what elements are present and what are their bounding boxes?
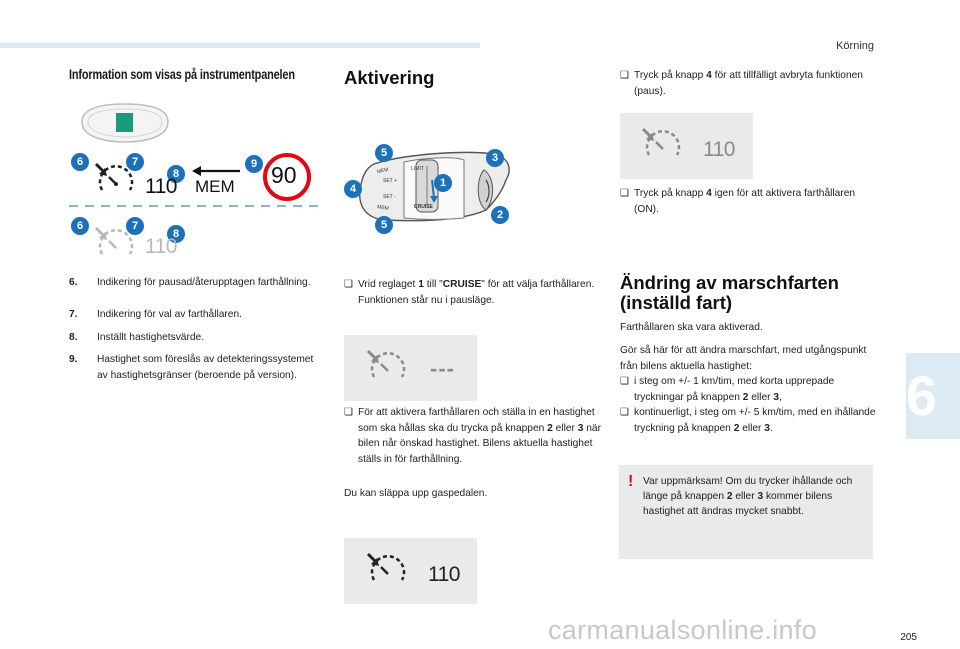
stalk-label-cruise: CRUISE bbox=[414, 204, 433, 210]
cruise-paused-icon-3 bbox=[641, 127, 681, 156]
display-panel-paused bbox=[344, 335, 477, 401]
speed-limit-value: 90 bbox=[271, 162, 297, 188]
active-speed-value: 110 bbox=[428, 563, 460, 586]
dashed-divider bbox=[69, 205, 319, 207]
callout-2: 2 bbox=[491, 206, 509, 224]
list-item: 9.Hastighet som föreslås av detekterings… bbox=[69, 354, 314, 381]
change-intro: Gör så här för att ändra marschfart, med… bbox=[620, 345, 867, 372]
stalk-label-set-minus: SET - bbox=[383, 194, 396, 200]
left-heading: Information som visas på instrumentpanel… bbox=[69, 66, 295, 82]
display-panel-active bbox=[344, 538, 477, 604]
release-pedal-text: Du kan släppa upp gaspedalen. bbox=[344, 488, 488, 499]
bullet-step-1: ❑ i steg om +/- 1 km/tim, med korta uppr… bbox=[620, 376, 835, 403]
mem-label: MEM bbox=[195, 177, 235, 196]
page-number: 205 bbox=[900, 632, 917, 643]
callout-4: 4 bbox=[344, 180, 362, 198]
callout-1: 1 bbox=[434, 174, 452, 192]
warning-icon: ! bbox=[628, 473, 634, 490]
bullet-resume: ❑ Tryck på knapp 4 igen för att aktivera… bbox=[620, 188, 856, 215]
display-panel-pause bbox=[620, 113, 753, 179]
callout-3: 3 bbox=[486, 149, 504, 167]
bullet-activate: ❑ För att aktivera farthållaren och stäl… bbox=[344, 407, 601, 465]
speed-limit-sign bbox=[263, 153, 311, 201]
callout-7: 7 bbox=[126, 153, 144, 171]
list-item: 8.Inställt hastighetsvärde. bbox=[69, 332, 205, 343]
callout-8: 8 bbox=[167, 165, 185, 183]
callout-5-top: 5 bbox=[375, 144, 393, 162]
callout-9: 9 bbox=[245, 155, 263, 173]
warning-box: ! Var uppmärksam! Om du trycker ihålland… bbox=[619, 465, 873, 559]
cruise-paused-icon bbox=[94, 226, 134, 255]
speed-set-value: 110 bbox=[145, 175, 177, 198]
callout-5-bottom: 5 bbox=[375, 216, 393, 234]
list-item: 7.Indikering för val av farthållaren. bbox=[69, 309, 242, 320]
bullet-pause: ❑ Tryck på knapp 4 för att tillfälligt a… bbox=[620, 70, 863, 97]
speed-paused-value: 110 bbox=[145, 235, 177, 258]
warning-text: Var uppmärksam! Om du trycker ihållande … bbox=[643, 476, 853, 518]
cruise-active-icon bbox=[94, 162, 134, 191]
watermark: carmanualsonline.info bbox=[548, 615, 817, 645]
middle-heading: Aktivering bbox=[344, 67, 435, 88]
activated-note: Farthållaren ska vara aktiverad. bbox=[620, 322, 763, 333]
bullet-step-5: ❑ kontinuerligt, i steg om +/- 5 km/tim,… bbox=[620, 407, 876, 434]
cruise-paused-icon-2 bbox=[366, 349, 406, 378]
callout-7b: 7 bbox=[126, 217, 144, 235]
callout-8b: 8 bbox=[167, 225, 185, 243]
mem-arrow-icon bbox=[192, 166, 240, 176]
callout-6b: 6 bbox=[71, 217, 89, 235]
stalk-label-set-plus: SET + bbox=[383, 178, 397, 184]
section-title: Körning bbox=[836, 40, 874, 52]
paused-speed-dashes: --- bbox=[430, 356, 455, 381]
cluster-pictogram bbox=[81, 103, 169, 143]
cruise-active-icon-2 bbox=[366, 552, 406, 581]
stalk-label-limit: LIMIT bbox=[411, 166, 424, 172]
list-item: 6.Indikering för pausad/återupptagen far… bbox=[69, 277, 311, 288]
right-heading: Ändring av marschfarten (inställd fart) bbox=[620, 272, 839, 313]
chapter-tab: 6 bbox=[906, 353, 960, 439]
callout-6: 6 bbox=[71, 153, 89, 171]
bullet-select-cruise: ❑ Vrid reglaget 1 till "CRUISE" för att … bbox=[344, 279, 595, 306]
pause-speed-value: 110 bbox=[703, 138, 735, 161]
header-band bbox=[0, 43, 480, 48]
